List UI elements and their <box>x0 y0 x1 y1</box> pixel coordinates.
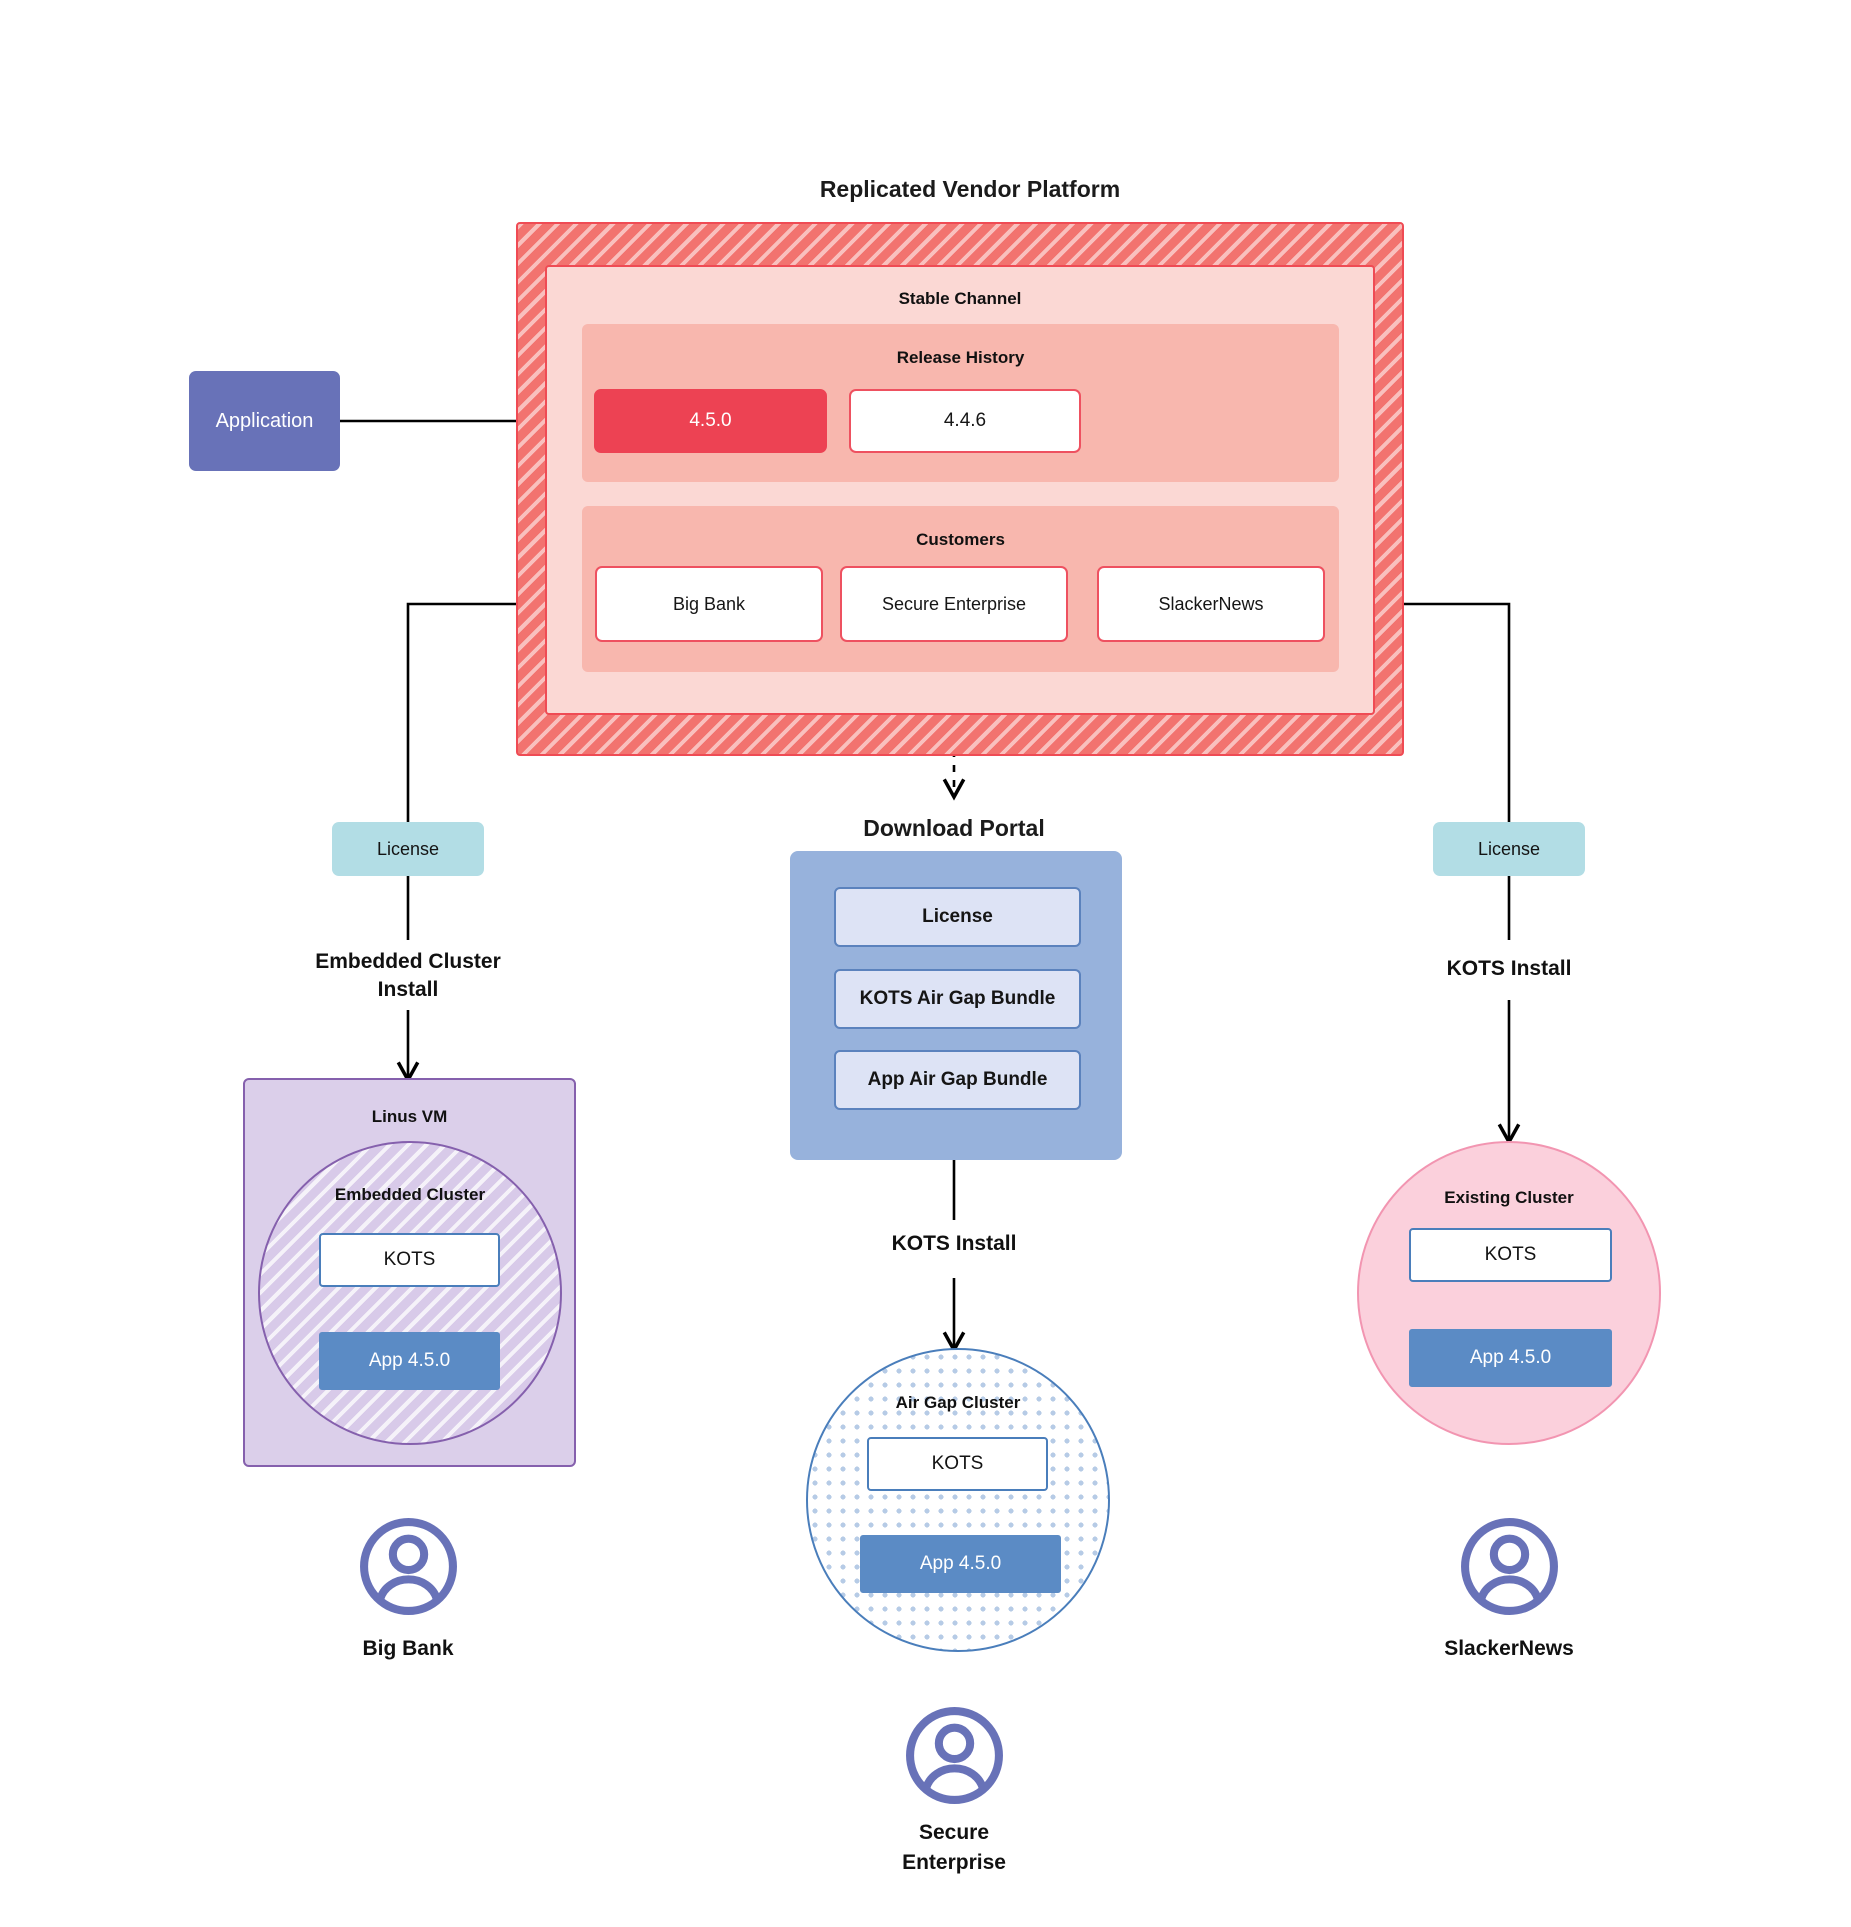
kots-box-right[interactable]: KOTS <box>1409 1228 1612 1282</box>
release-history-label: Release History <box>896 348 1025 368</box>
user-avatar-icon <box>360 1518 457 1615</box>
stable-channel-label: Stable Channel <box>898 289 1022 309</box>
air-gap-cluster-label: Air Gap Cluster <box>895 1393 1021 1413</box>
avatar-big-bank <box>358 1516 459 1617</box>
install-label-center: KOTS Install <box>891 1231 1017 1255</box>
customer-name-secure-enterprise-line2: Enterprise <box>902 1850 1006 1874</box>
portal-item-license[interactable]: License <box>834 887 1081 947</box>
kots-box-left[interactable]: KOTS <box>319 1233 500 1287</box>
user-avatar-icon <box>1461 1518 1558 1615</box>
avatar-slackernews <box>1459 1516 1560 1617</box>
portal-item-kots-air-gap-bundle[interactable]: KOTS Air Gap Bundle <box>834 969 1081 1029</box>
release-item-current[interactable]: 4.5.0 <box>594 389 827 453</box>
install-label-left-line2: Install <box>377 977 439 1001</box>
app-box-center[interactable]: App 4.5.0 <box>860 1535 1061 1593</box>
customers-label: Customers <box>916 530 1005 550</box>
page-title: Replicated Vendor Platform <box>819 175 1121 202</box>
install-label-right: KOTS Install <box>1446 956 1572 980</box>
download-portal-title: Download Portal <box>863 814 1045 841</box>
customer-name-big-bank: Big Bank <box>362 1636 454 1660</box>
embedded-cluster-circle <box>258 1141 562 1445</box>
customer-name-slackernews: SlackerNews <box>1444 1636 1574 1660</box>
release-item-previous[interactable]: 4.4.6 <box>849 389 1081 453</box>
embedded-cluster-label: Embedded Cluster <box>334 1185 486 1205</box>
avatar-secure-enterprise <box>904 1705 1005 1806</box>
air-gap-cluster-circle <box>806 1348 1110 1652</box>
user-avatar-icon <box>906 1707 1003 1804</box>
customer-card-secure-enterprise[interactable]: Secure Enterprise <box>840 566 1068 642</box>
app-box-right[interactable]: App 4.5.0 <box>1409 1329 1612 1387</box>
linus-vm-label: Linus VM <box>371 1107 448 1127</box>
customer-card-slackernews[interactable]: SlackerNews <box>1097 566 1325 642</box>
kots-box-center[interactable]: KOTS <box>867 1437 1048 1491</box>
license-chip-left[interactable]: License <box>332 822 484 876</box>
app-box-left[interactable]: App 4.5.0 <box>319 1332 500 1390</box>
customer-name-secure-enterprise-line1: Secure <box>918 1820 990 1844</box>
application-box[interactable]: Application <box>189 371 340 471</box>
portal-item-app-air-gap-bundle[interactable]: App Air Gap Bundle <box>834 1050 1081 1110</box>
existing-cluster-label: Existing Cluster <box>1444 1188 1574 1208</box>
customer-card-big-bank[interactable]: Big Bank <box>595 566 823 642</box>
license-chip-right[interactable]: License <box>1433 822 1585 876</box>
existing-cluster-circle <box>1357 1141 1661 1445</box>
install-label-left-line1: Embedded Cluster <box>315 949 501 973</box>
